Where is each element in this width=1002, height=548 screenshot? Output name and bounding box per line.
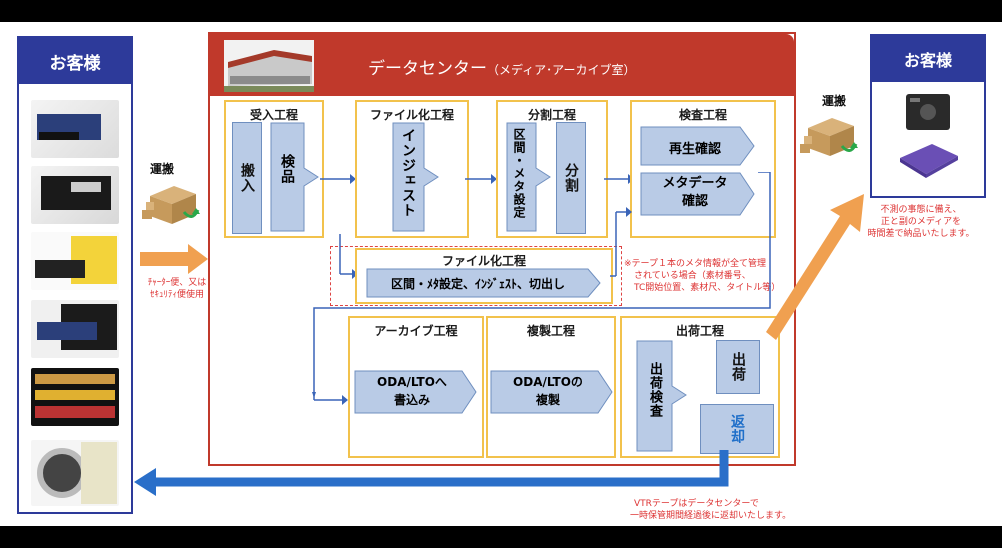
tape-image-2 [31, 166, 119, 224]
step-ingest-arrow [392, 122, 440, 232]
step-ingest: インジェスト [400, 128, 416, 218]
transport-right-note-1: 不測の事態に備え、 [880, 205, 962, 215]
meta-note-3: TC開始位置、素材尺、タイトル等） [634, 283, 781, 293]
step-kenpin-arrow [270, 122, 320, 232]
step-metacheck-1: メタデータ [662, 176, 728, 191]
transport-right-label: 運搬 [822, 94, 847, 108]
transport-right-note-2: 正と副のメディアを [880, 217, 962, 227]
left-customer-panel: お客様 [17, 36, 133, 514]
right-customer-panel: お客様 [870, 34, 986, 198]
step-shipcheck: 出荷検査 [647, 362, 662, 418]
datacenter-title-main: データセンター [368, 59, 487, 79]
step-archive-2: 書込み [393, 393, 430, 407]
meta-note: ※テープ１本のメタ情報が全て管理 されている場合（素材番号、 TC開始位置、素材… [624, 258, 784, 294]
return-note-1: VTRテープはデータセンターで [634, 499, 759, 509]
datacenter-title: データセンター（メディア･アーカイブ室） [368, 54, 635, 79]
step-copy: ODA/LTOの 複製 [496, 373, 600, 409]
step-metacheck-arrow [640, 172, 756, 216]
step-copy-arrow [490, 370, 614, 414]
datacenter-subtitle: （メディア･アーカイブ室） [487, 63, 636, 77]
orange-arrow-up [760, 192, 870, 342]
tape-image-5 [31, 368, 119, 426]
step-file2-arrow [366, 268, 602, 298]
connector-2 [465, 170, 497, 184]
stage-file1-title: ファイル化工程 [369, 108, 454, 122]
connector-down-arrow [312, 392, 348, 406]
step-metacheck-2: 確認 [681, 194, 708, 209]
step-archive: ODA/LTOへ 書込み [360, 373, 464, 409]
step-copy-1: ODA/LTOの [513, 375, 583, 389]
orange-arrow-right [140, 244, 210, 274]
step-archive-arrow [354, 370, 478, 414]
stage-ship-title: 出荷工程 [675, 324, 724, 338]
step-kenpin: 検品 [279, 154, 295, 184]
delivery-box-icon-right [798, 110, 860, 160]
transport-right-note-3: 時間差で納品いたします。 [867, 229, 975, 239]
stage-inspect-title: 検査工程 [678, 108, 727, 122]
return-note: VTRテープはデータセンターで 一時保管期間経過後に返却いたします。 [630, 498, 830, 522]
transport-left-label: 運搬 [150, 162, 175, 176]
transport-left-note: ﾁｬｰﾀｰ便、又は ｾｷｭﾘﾃｨ便使用 [134, 277, 220, 301]
step-metacheck: メタデータ 確認 [652, 175, 738, 211]
building-photo [224, 40, 314, 92]
step-return: 返却 [700, 404, 774, 454]
stage-ukeire-title: 受入工程 [249, 108, 298, 122]
transport-right-note: 不測の事態に備え、 正と副のメディアを 時間差で納品いたします。 [846, 204, 996, 240]
step-ship: 出荷 [716, 340, 760, 394]
tape-image-3 [31, 232, 119, 290]
stage-file2-title: ファイル化工程 [441, 254, 526, 268]
step-meta: 区間・メタ設定 [512, 128, 526, 219]
step-hannyu: 搬入 [232, 122, 262, 234]
alt-path-box [330, 246, 622, 306]
step-bunkatsu: 分割 [556, 122, 586, 234]
step-meta-arrow [506, 122, 552, 232]
meta-note-1: ※テープ１本のメタ情報が全て管理 [624, 259, 767, 269]
step-playback-arrow [640, 126, 756, 166]
stage-archive-title: アーカイブ工程 [374, 324, 458, 338]
transport-left-note-2: ｾｷｭﾘﾃｨ便使用 [149, 290, 204, 300]
stage-copy-title: 複製工程 [526, 324, 575, 338]
left-customer-title: お客様 [19, 38, 131, 84]
step-playback: 再生確認 [668, 142, 721, 157]
return-note-2: 一時保管期間経過後に返却いたします。 [630, 511, 792, 521]
tape-image-1 [31, 100, 119, 158]
diagram-canvas: お客様 運搬 ﾁｬｰﾀｰ便、又は ｾｷｭﾘﾃｨ便使用 [0, 22, 1002, 526]
lto-media-image [896, 140, 962, 180]
connector-1 [320, 170, 356, 184]
step-file2: 区間・ﾒﾀ設定、ｲﾝｼﾞｪｽﾄ、切出し [390, 277, 565, 291]
oda-cartridge-image [902, 92, 954, 132]
stage-split-title: 分割工程 [527, 108, 576, 122]
step-shipcheck-arrow [636, 340, 696, 452]
right-customer-title: お客様 [872, 36, 984, 82]
step-archive-1: ODA/LTOへ [377, 375, 447, 389]
step-copy-2: 複製 [535, 393, 560, 407]
transport-left-note-1: ﾁｬｰﾀｰ便、又は [147, 278, 207, 288]
tape-image-4 [31, 300, 119, 358]
delivery-box-icon-left [140, 178, 202, 226]
blue-return-arrow [134, 450, 734, 496]
alt-path-connector-right [606, 182, 632, 282]
tape-image-6 [31, 440, 119, 506]
meta-note-2: されている場合（素材番号、 [634, 271, 751, 281]
